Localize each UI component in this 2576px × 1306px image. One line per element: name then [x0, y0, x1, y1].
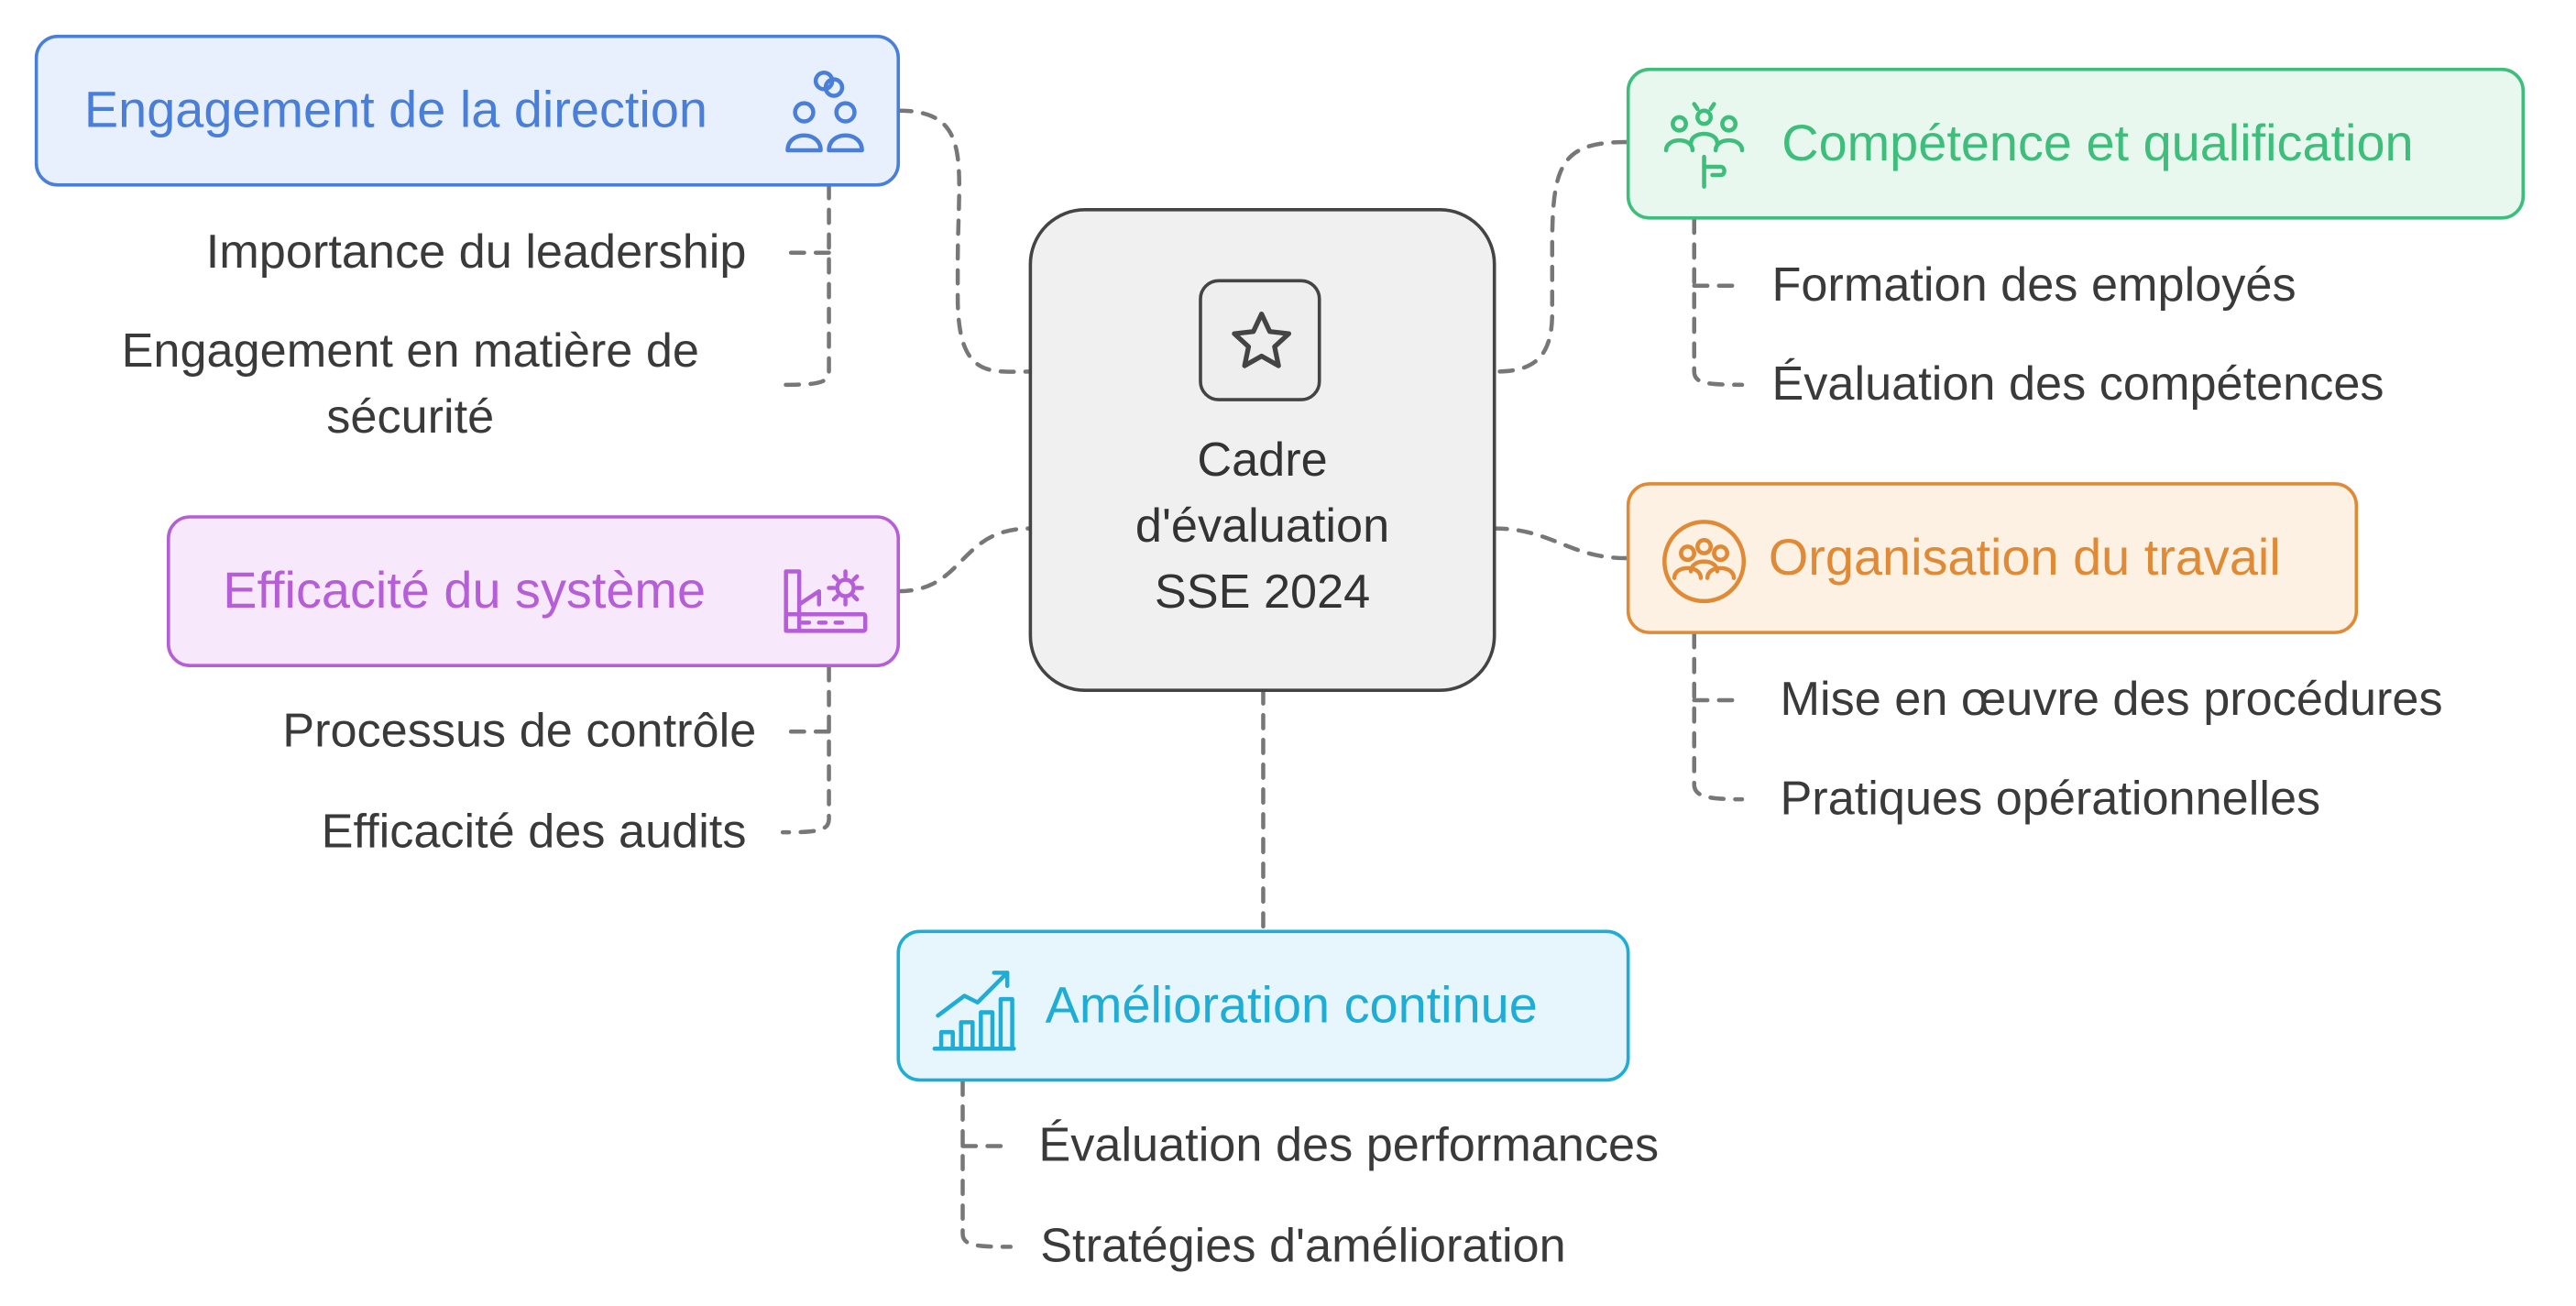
- item-formation-employes: Formation des employés: [1771, 258, 2296, 313]
- item-evaluation-performances: Évaluation des performances: [1038, 1119, 1660, 1173]
- connector-systeme: [895, 526, 1033, 594]
- factory-icon: [779, 548, 871, 649]
- stem-competence: [1692, 217, 1745, 388]
- branch-organisation: Organisation du travail: [1626, 482, 2359, 634]
- item-evaluation-competences: Évaluation des compétences: [1771, 358, 2384, 412]
- item-processus-controle: Processus de contrôle: [282, 705, 757, 759]
- branch-competence-title: Compétence et qualification: [1781, 114, 2414, 172]
- branch-direction: Engagement de la direction: [34, 34, 901, 187]
- branch-systeme: Efficacité du système: [166, 515, 901, 667]
- item-strategies-amelioration: Stratégies d'amélioration: [1040, 1220, 1566, 1274]
- branch-competence: Compétence et qualification: [1626, 67, 2526, 220]
- item-mise-en-oeuvre: Mise en œuvre des procédures: [1780, 674, 2443, 727]
- leadership-icon: [779, 68, 871, 169]
- growth-chart-icon: [928, 963, 1021, 1064]
- item-importance-leadership: Importance du leadership: [205, 225, 747, 280]
- branch-amelioration: Amélioration continue: [896, 929, 1630, 1082]
- item-efficacite-audits: Efficacité des audits: [321, 806, 747, 859]
- branch-amelioration-title: Amélioration continue: [1045, 975, 1538, 1034]
- branch-organisation-title: Organisation du travail: [1768, 528, 2281, 587]
- stem-amelioration: [960, 1079, 1014, 1249]
- stem-systeme: [780, 664, 831, 835]
- branch-direction-title: Engagement de la direction: [83, 81, 707, 139]
- center-title: Cadre d'évaluation SSE 2024: [1135, 434, 1390, 620]
- center-node: Cadre d'évaluation SSE 2024: [1028, 208, 1496, 692]
- item-pratiques-operationnelles: Pratiques opérationnelles: [1780, 773, 2321, 826]
- stem-organisation: [1692, 631, 1745, 802]
- team-icon: [1658, 515, 1750, 616]
- connector-organisation: [1492, 526, 1629, 561]
- connector-direction: [895, 108, 1033, 374]
- branch-systeme-title: Efficacité du système: [223, 561, 707, 620]
- star-icon: [1199, 279, 1321, 401]
- training-icon: [1658, 101, 1754, 202]
- connector-competence: [1492, 139, 1629, 374]
- stem-direction: [780, 182, 831, 388]
- item-engagement-securite: Engagement en matière de sécurité: [121, 324, 699, 444]
